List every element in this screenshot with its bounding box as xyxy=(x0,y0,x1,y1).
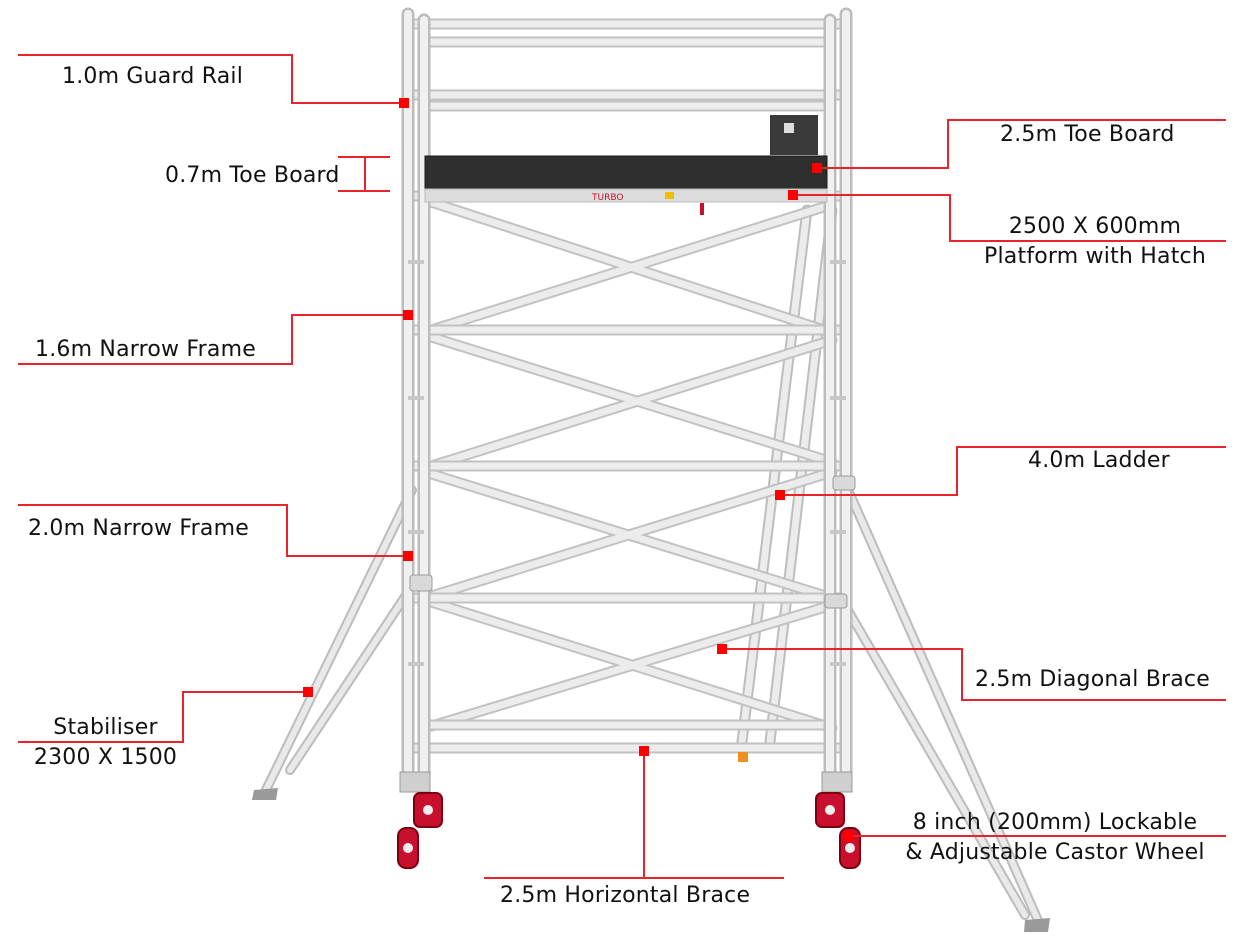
platform-deck xyxy=(425,189,827,202)
label-horizontal-brace: 2.5m Horizontal Brace xyxy=(500,881,750,911)
marker-narrow-frame-16 xyxy=(403,310,413,320)
label-platform-line2: Platform with Hatch xyxy=(960,242,1230,272)
stabiliser-foot-right xyxy=(1024,918,1050,932)
callout-horizontal-brace xyxy=(484,752,784,878)
marker-diagonal-brace xyxy=(717,644,727,654)
label-ladder: 4.0m Ladder xyxy=(1028,446,1170,476)
brand-logo-text: TURBO xyxy=(591,193,623,203)
marker-castor xyxy=(844,831,854,841)
label-castor-line1: 8 inch (200mm) Lockable xyxy=(885,808,1225,838)
label-stabiliser: Stabiliser 2300 X 1500 xyxy=(18,713,193,773)
castor-wheel-left xyxy=(398,772,442,868)
label-castor-line2: & Adjustable Castor Wheel xyxy=(885,838,1225,868)
castor-wheel-right xyxy=(816,772,860,868)
marker-guard-rail xyxy=(399,98,409,108)
marker-horizontal-brace xyxy=(639,746,649,756)
label-castor: 8 inch (200mm) Lockable & Adjustable Cas… xyxy=(885,808,1225,868)
marker-platform xyxy=(788,190,798,200)
label-toe-board-small: 0.7m Toe Board xyxy=(165,161,340,191)
warning-sticker xyxy=(665,192,674,199)
marker-toe-board xyxy=(812,163,822,173)
marker-narrow-frame-20 xyxy=(403,551,413,561)
label-platform-line1: 2500 X 600mm xyxy=(960,212,1230,242)
marker-ladder xyxy=(775,490,785,500)
label-toe-board-large: 2.5m Toe Board xyxy=(1000,120,1175,150)
label-narrow-frame-20: 2.0m Narrow Frame xyxy=(28,514,249,544)
label-stabiliser-line1: Stabiliser xyxy=(18,713,193,743)
scaffold-tower: TURBO xyxy=(252,14,1050,932)
label-stabiliser-line2: 2300 X 1500 xyxy=(18,743,193,773)
label-narrow-frame-16: 1.6m Narrow Frame xyxy=(35,335,256,365)
marker-stabiliser xyxy=(303,687,313,697)
label-diagonal-brace: 2.5m Diagonal Brace xyxy=(975,665,1210,695)
platform-hatch xyxy=(770,115,818,155)
toe-board xyxy=(425,156,827,190)
stabiliser-foot-left xyxy=(252,788,278,800)
label-guard-rail: 1.0m Guard Rail xyxy=(62,62,243,92)
label-platform: 2500 X 600mm Platform with Hatch xyxy=(960,212,1230,272)
